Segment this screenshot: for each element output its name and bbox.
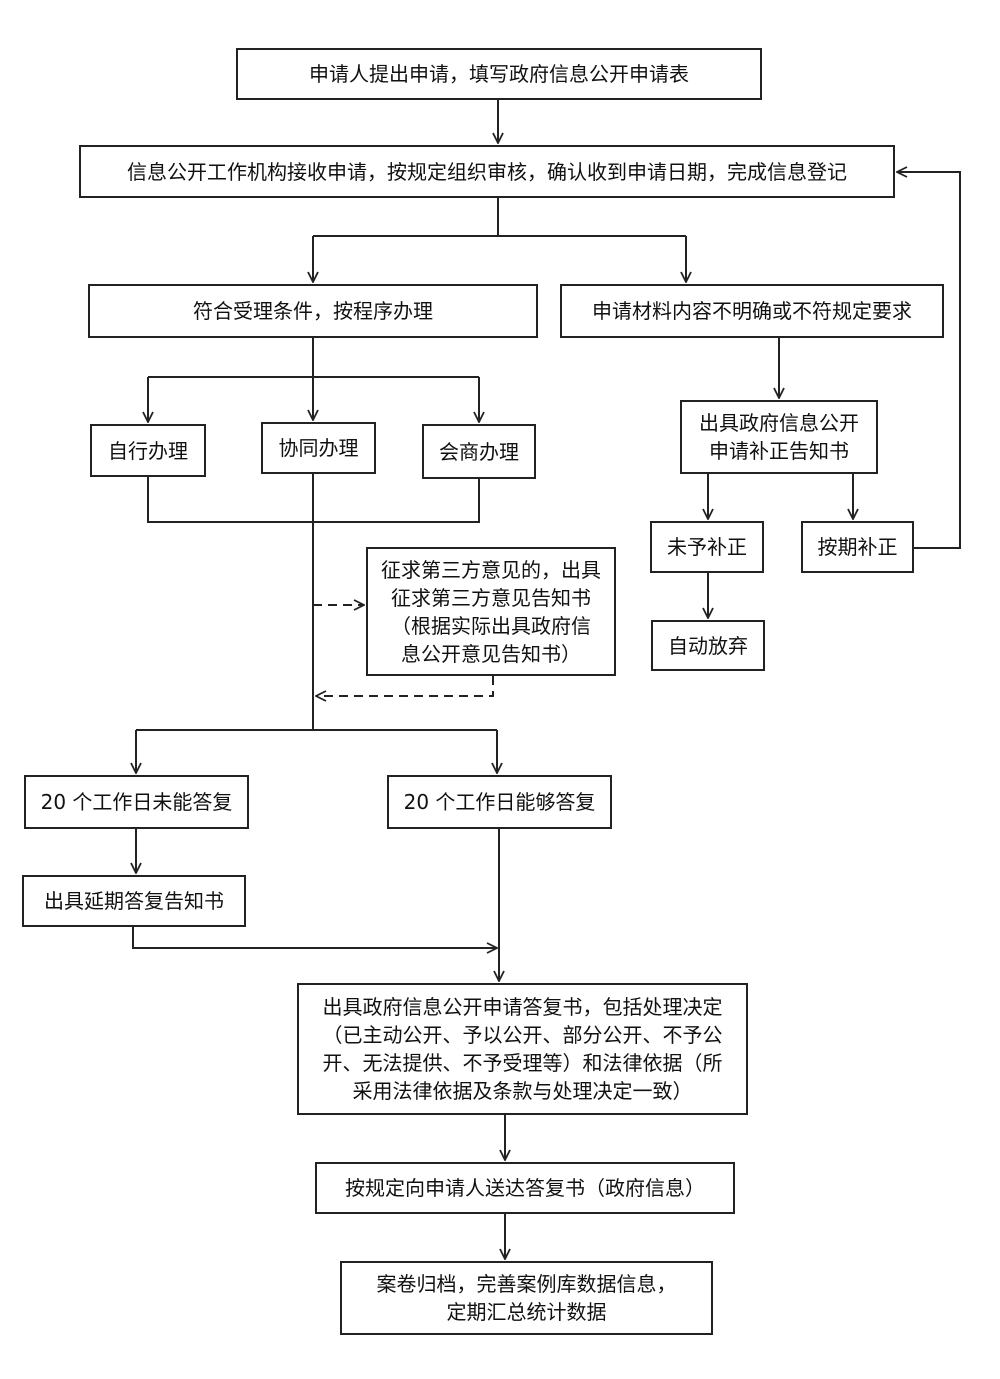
- node-accept: 符合受理条件，按程序办理: [88, 284, 538, 338]
- node-self: 自行办理: [90, 424, 206, 477]
- edge-accept-split: [148, 338, 479, 378]
- node-archive: 案卷归档，完善案例库数据信息， 定期汇总统计数据: [340, 1261, 713, 1335]
- node-deliver: 按规定向申请人送达答复书（政府信息）: [315, 1162, 735, 1214]
- node-consult: 会商办理: [422, 424, 536, 479]
- node-correction-notice: 出具政府信息公开 申请补正告知书: [680, 400, 878, 474]
- node-apply: 申请人提出申请，填写政府信息公开申请表: [236, 48, 762, 100]
- node-not-within-20: 20 个工作日未能答复: [24, 775, 249, 829]
- edge-from-third-party: [316, 676, 494, 696]
- edge-timely-return: [897, 172, 961, 549]
- node-abandon: 自动放弃: [651, 620, 765, 671]
- edge-receive-split: [313, 198, 686, 237]
- node-unclear: 申请材料内容不明确或不符规定要求: [560, 284, 944, 338]
- edge-extension-reply: [132, 927, 497, 948]
- node-receive: 信息公开工作机构接收申请，按规定组织审核，确认收到申请日期，完成信息登记: [79, 145, 895, 198]
- node-third-party: 征求第三方意见的，出具 征求第三方意见告知书 （根据实际出具政府信 息公开意见告…: [366, 547, 616, 676]
- edge-merge-branches: [147, 474, 480, 730]
- node-within-20: 20 个工作日能够答复: [387, 775, 612, 829]
- node-no-correction: 未予补正: [650, 521, 764, 573]
- node-reply: 出具政府信息公开申请答复书，包括处理决定 （已主动公开、予以公开、部分公开、不予…: [297, 983, 748, 1115]
- node-cooperate: 协同办理: [261, 422, 376, 474]
- node-extension-notice: 出具延期答复告知书: [22, 875, 246, 927]
- node-timely-correction: 按期补正: [801, 521, 914, 573]
